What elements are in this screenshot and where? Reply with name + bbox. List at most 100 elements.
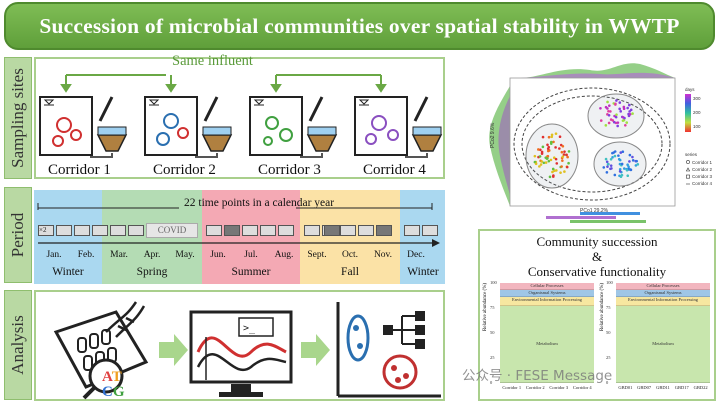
pcoa-point [623,116,626,120]
stack-layer: Metabolism [616,306,710,383]
pcoa-point [616,121,620,124]
pcoa-point [609,110,612,113]
pcoa-point [628,110,631,113]
atcg-letters: AT CG [102,369,125,400]
season-label: Spring [136,266,168,278]
timeline-arrow [38,239,440,247]
pcoa-point [609,167,612,171]
pcoa-ylabel: PCo2 9.6% [490,122,496,148]
pcoa-point [561,159,564,162]
timepoint-cell [206,225,222,236]
month-label: Apr. [143,250,161,260]
ytick-label: 75 [490,305,495,310]
pcoa-point [554,132,558,135]
pcoa-point [628,112,632,116]
pcoa-point [546,149,550,153]
pcoa-point [607,109,610,113]
xtick-label: GBD01 [618,385,633,390]
pcoa-point [546,157,549,160]
pcoa-point [540,152,544,155]
pcoa-point [629,168,632,172]
timepoint-cell [74,225,90,236]
watermark-text: 公众号 · FESE Message [462,368,613,384]
pcoa-point [619,110,623,113]
pcoa-point [566,155,569,159]
influent-arrows [60,74,387,93]
timepoint-cell [260,225,276,236]
season-label: Winter [52,266,84,278]
pcoa-point [618,101,622,104]
corridor-3-tank [249,96,338,158]
season-label: Winter [407,266,439,278]
ytick-label: 0 [490,380,493,385]
pcoa-point [607,121,611,125]
month-label: Sept. [307,250,327,260]
stack-layer: Metabolism [500,306,594,383]
pcoa-point [565,153,568,157]
pcoa-point [615,99,618,102]
pcoa-point [620,173,624,177]
stack-layer-label: Cellular Processes [646,283,680,288]
pcoa-point [611,119,615,122]
pcoa-point [618,170,622,173]
pcoa-point [628,160,631,163]
svg-text:>_: >_ [243,323,256,334]
xtick-label: GBD22 [693,385,708,390]
pcoa-point [542,161,546,165]
pcoa-point [624,124,627,127]
pcoa-point [621,150,625,154]
stack-layer-label: Environmental Information Processing [512,297,582,302]
timepoint-cell [358,225,374,236]
pcoa-plot: days 300 200 100 series Corridor 1 Corri… [480,56,716,226]
timepoint-cell-highlight [324,225,340,236]
pcoa-point [547,159,551,163]
pcoa-point [567,150,571,153]
arrow-2-icon [301,334,330,366]
month-label: Jan. [46,250,62,260]
timepoint-cell [242,225,258,236]
timepoint-cell [340,225,356,236]
pcoa-point [618,158,622,162]
pcoa-point [544,161,548,164]
pcoa-point [609,164,613,167]
monitor-chart-icon: >_ [189,310,293,397]
season-label: Fall [341,266,359,278]
month-label: Dec. [407,250,425,260]
month-label: May. [175,250,195,260]
pcoa-point [604,157,608,161]
functionality-ylabel-left: Relative abundance (%) [483,282,488,331]
month-label: Nov. [373,250,393,260]
pcoa-point [611,151,614,155]
pcoa-point [613,173,617,177]
pcoa-point [622,107,626,110]
pcoa-point [625,168,629,172]
timepoint-cell [92,225,108,236]
page-title: Succession of microbial communities over… [39,13,680,38]
pcoa-point [558,147,561,150]
pcoa-point [631,112,634,115]
season-summer [202,190,300,284]
functionality-title-line1: Community succession [536,234,658,249]
pcoa-point [547,135,551,139]
xtick-label: GBD17 [674,385,689,390]
pcoa-point [631,155,634,159]
pcoa-point [599,119,603,122]
pcoa-point [626,174,630,178]
analysis-illustration: >_ [53,301,441,400]
pcoa-point [547,145,551,149]
pcoa-point [539,148,542,152]
pcoa-point [636,163,640,166]
month-label: Mar. [110,250,128,260]
pcoa-point [602,166,606,169]
pcoa-point [551,175,555,178]
pcoa-point [562,153,566,156]
pcoa-point [555,162,559,165]
days-colorbar [685,94,691,132]
stack-layer-label: Metabolism [536,340,558,346]
pcoa-point [620,162,624,166]
pcoa-point [622,167,626,170]
pcoa-point [551,167,555,171]
ytick-label: 100 [606,280,613,285]
pcoa-point [559,171,562,174]
